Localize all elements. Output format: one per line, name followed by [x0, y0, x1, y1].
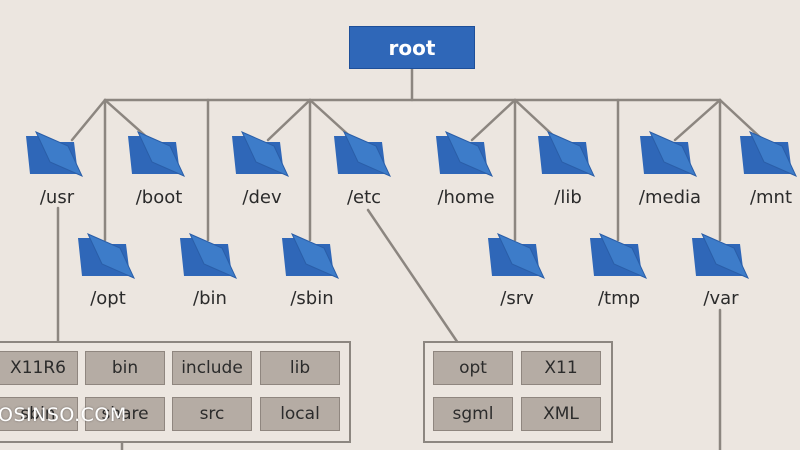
- usr-subdir-cell: src: [172, 397, 252, 431]
- folder-label-bin: /bin: [193, 288, 227, 309]
- usr-subdir-cell: sbin: [0, 397, 78, 431]
- etc-subdir-cell: XML: [521, 397, 601, 431]
- usr-subdir-cell: lib: [260, 351, 340, 385]
- usr-subdir-cell: X11R6: [0, 351, 78, 385]
- folder-label-dev: /dev: [242, 187, 282, 208]
- folder-icon: [74, 228, 138, 280]
- folder-label-mnt: /mnt: [749, 187, 793, 208]
- folder-label-lib: /lib: [554, 187, 582, 208]
- usr-subdir-cell: local: [260, 397, 340, 431]
- root-label: root: [388, 35, 436, 60]
- folder-label-srv: /srv: [500, 288, 534, 309]
- usr-subdir-panel: X11R6 bin include lib sbin share src loc…: [0, 341, 351, 443]
- folder-label-opt: /opt: [90, 288, 126, 309]
- usr-subdir-cell: include: [172, 351, 252, 385]
- folder-icon: [586, 228, 650, 280]
- watermark: OSINSO.COM: [0, 404, 127, 426]
- root-node: root: [349, 26, 475, 69]
- folder-icon: [278, 228, 342, 280]
- folder-icon: [124, 126, 188, 178]
- folder-label-etc: /etc: [346, 187, 382, 208]
- folder-label-boot: /boot: [135, 187, 183, 208]
- etc-subdir-cell: opt: [433, 351, 513, 385]
- etc-subdir-cell: sgml: [433, 397, 513, 431]
- folder-icon: [228, 126, 292, 178]
- folder-label-usr: /usr: [39, 187, 75, 208]
- folder-icon: [736, 126, 800, 178]
- folder-icon: [176, 228, 240, 280]
- folder-label-home: /home: [437, 187, 495, 208]
- usr-subdir-cell: bin: [85, 351, 165, 385]
- folder-icon: [534, 126, 598, 178]
- folder-icon: [484, 228, 548, 280]
- folder-icon: [22, 126, 86, 178]
- folder-icon: [432, 126, 496, 178]
- folder-label-var: /var: [703, 288, 739, 309]
- folder-label-sbin: /sbin: [290, 288, 334, 309]
- etc-subdir-cell: X11: [521, 351, 601, 385]
- folder-label-tmp: /tmp: [597, 288, 641, 309]
- folder-icon: [688, 228, 752, 280]
- etc-subdir-panel: opt X11 sgml XML: [423, 341, 613, 443]
- folder-icon: [330, 126, 394, 178]
- folder-label-media: /media: [638, 187, 702, 208]
- usr-subdir-cell: share: [85, 397, 165, 431]
- folder-icon: [636, 126, 700, 178]
